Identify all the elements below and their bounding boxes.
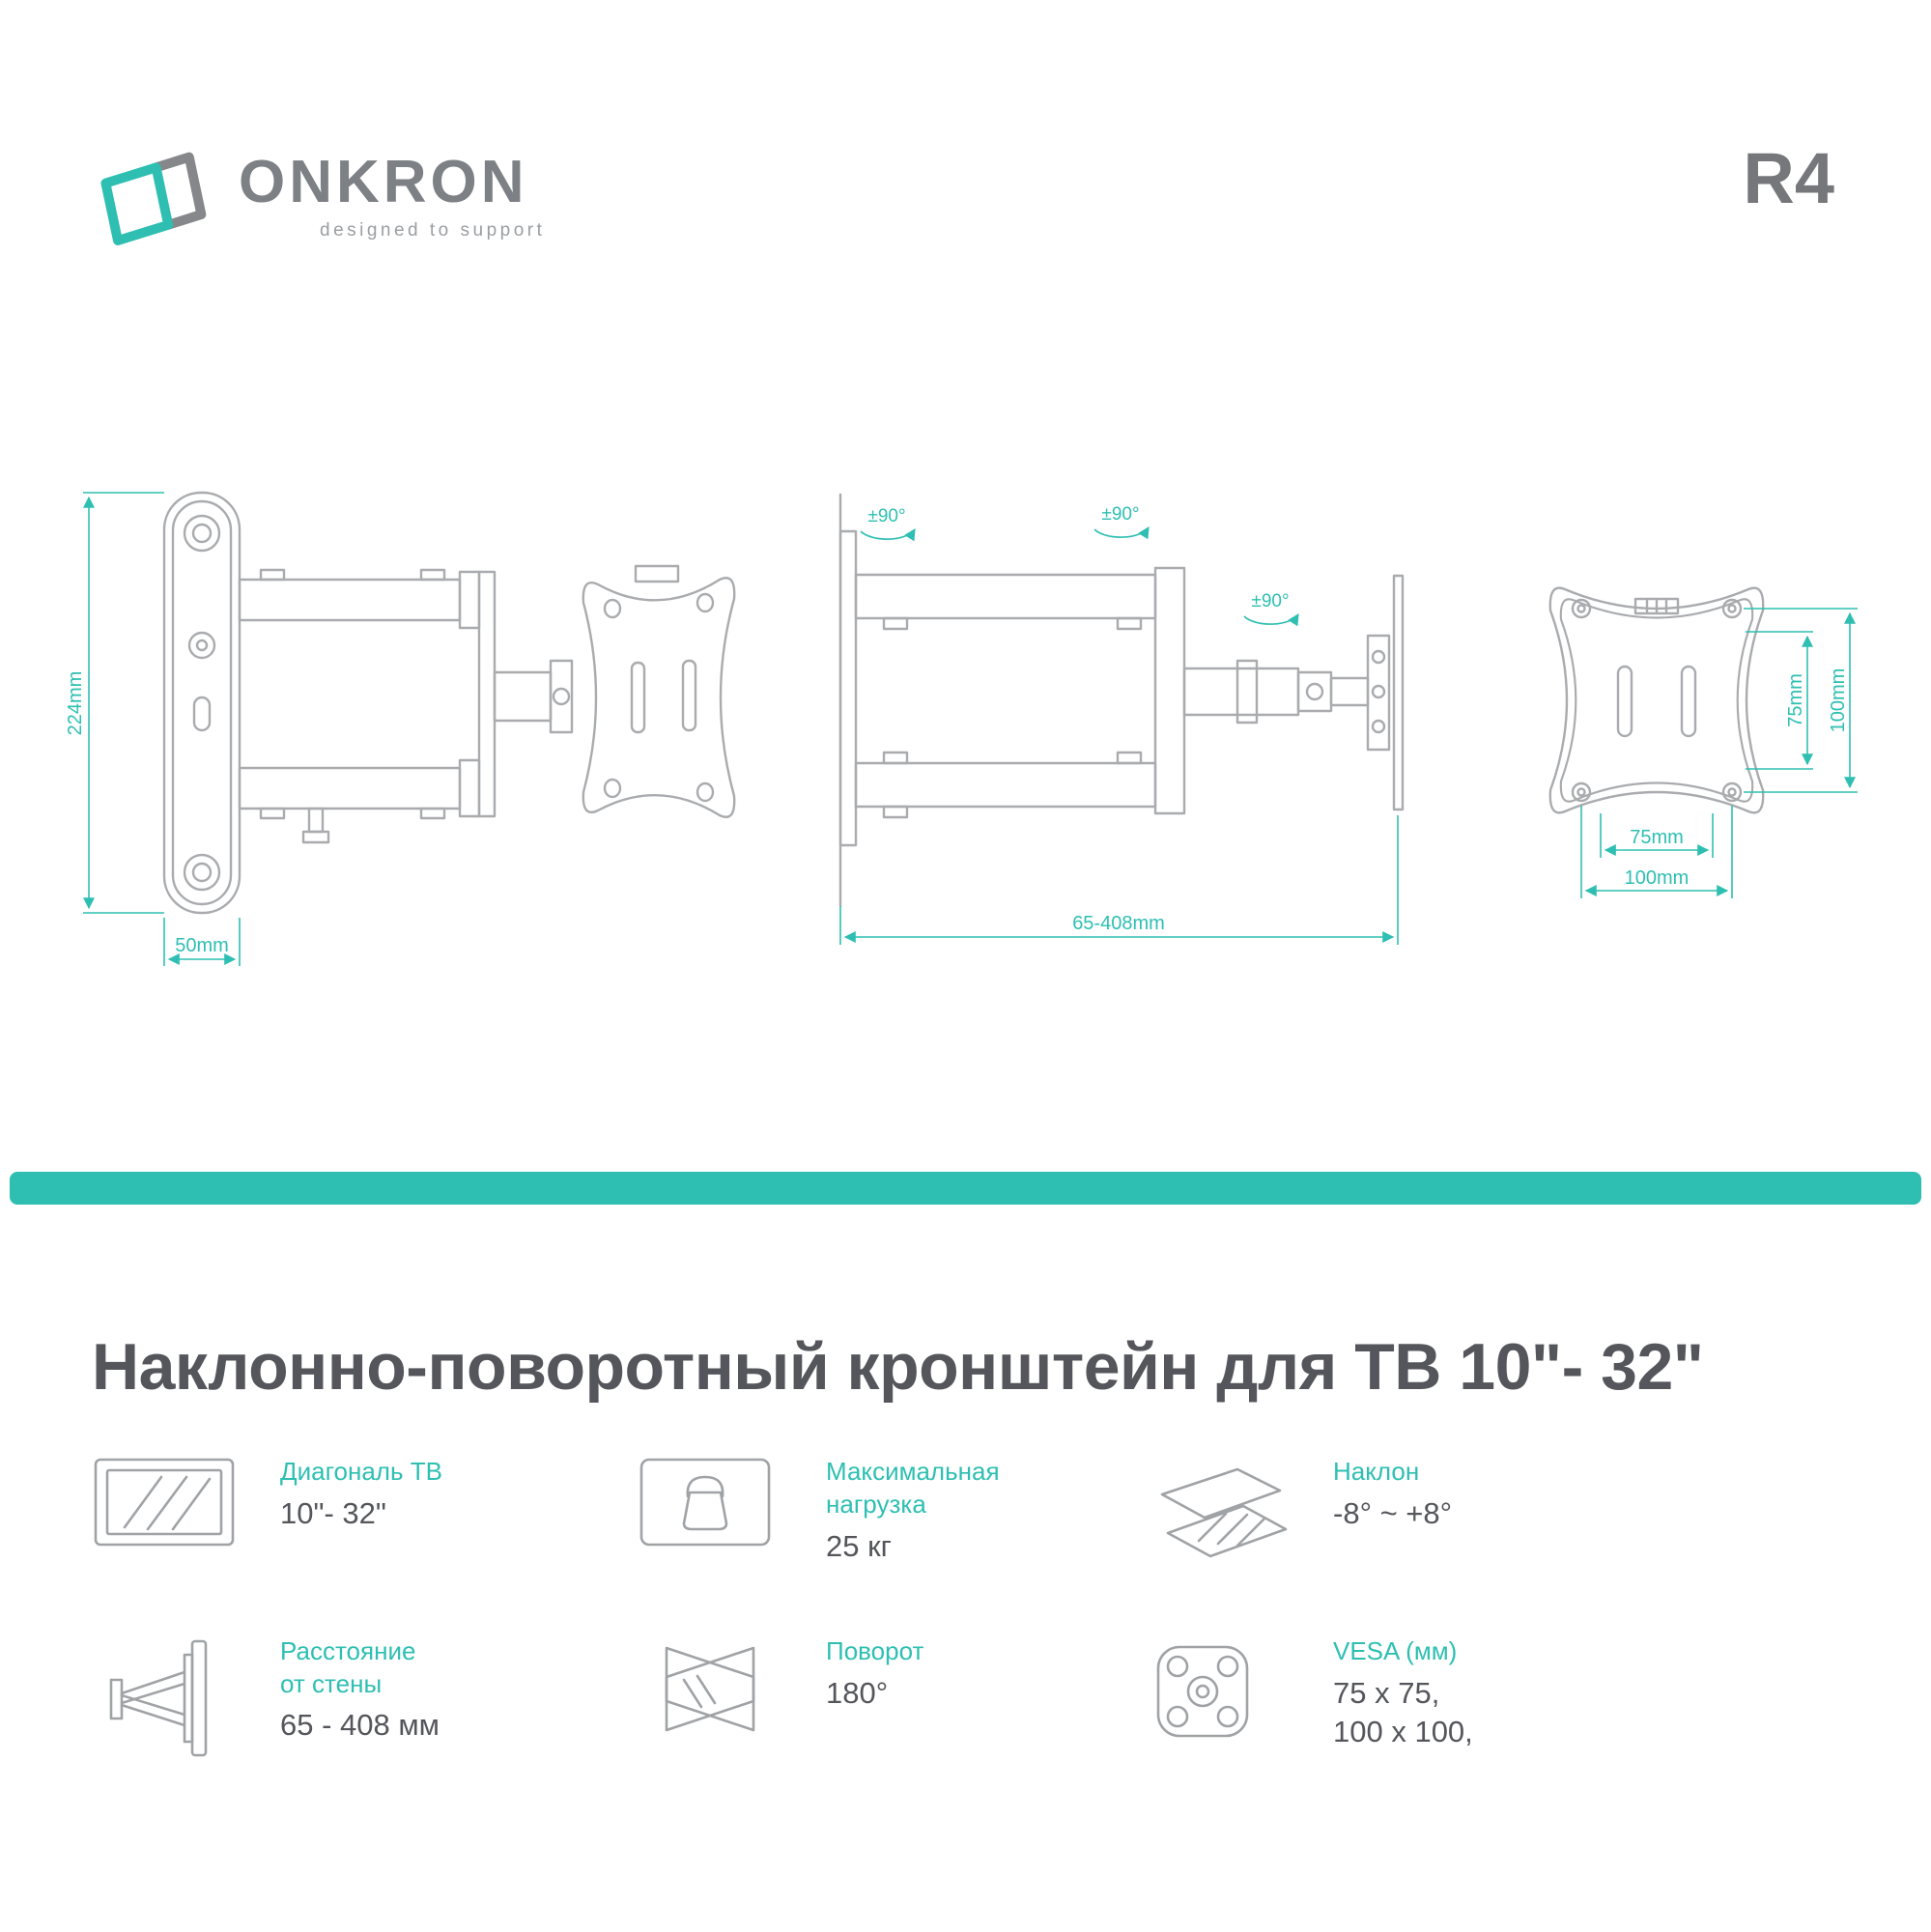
- header: ONKRON designed to support R4: [92, 143, 1834, 251]
- spec-value: -8° ~ +8°: [1333, 1495, 1453, 1530]
- accent-divider-bar: [10, 1172, 1921, 1205]
- dim-height-224-label: 224mm: [68, 671, 86, 736]
- spec-text: VESA (мм) 75 x 75, 100 x 100,: [1333, 1634, 1473, 1751]
- dim-vesa-h100-label: 100mm: [1625, 867, 1690, 889]
- top-view-dimensions: [839, 526, 1399, 945]
- spec-label: Диагональ ТВ: [280, 1457, 442, 1486]
- wall-distance-icon: [92, 1634, 251, 1764]
- swivel-90-label-1: ±90°: [867, 506, 905, 526]
- technical-drawings: 224mm 50mm: [0, 464, 1931, 1024]
- dim-vesa-v75-label: 75mm: [1785, 673, 1806, 727]
- side-view-mount: [162, 491, 736, 915]
- top-view-mount: [838, 493, 1405, 908]
- spec-item-tilt: Наклон -8° ~ +8°: [1145, 1454, 1892, 1565]
- page-title: Наклонно-поворотный кронштейн для ТВ 10"…: [92, 1329, 1704, 1404]
- spec-label: Поворот: [826, 1635, 924, 1665]
- specs-grid: Диагональ ТВ 10"- 32" Максимальная нагру…: [92, 1454, 1892, 1764]
- spec-item-max-load: Максимальная нагрузка 25 кг: [638, 1454, 1145, 1566]
- spec-value: 65 - 408 мм: [280, 1708, 440, 1743]
- dim-vesa-v100-label: 100mm: [1828, 668, 1849, 733]
- brand-name: ONKRON: [239, 149, 528, 215]
- spec-text: Диагональ ТВ 10"- 32": [280, 1454, 442, 1533]
- spec-item-wall-distance: Расстояние от стены 65 - 408 мм: [92, 1634, 638, 1764]
- spec-item-swivel: Поворот 180°: [638, 1634, 1145, 1745]
- spec-text: Поворот 180°: [826, 1634, 923, 1713]
- brand-tagline: designed to support: [320, 220, 546, 241]
- vesa-icon: [1145, 1634, 1304, 1749]
- spec-value: 10"- 32": [280, 1495, 386, 1530]
- spec-text: Максимальная нагрузка 25 кг: [826, 1454, 1000, 1566]
- spec-item-tv-diagonal: Диагональ ТВ 10"- 32": [92, 1454, 638, 1550]
- spec-label: Максимальная нагрузка: [826, 1457, 1000, 1519]
- swivel-icon: [638, 1634, 797, 1745]
- dim-extension-label: 65-408mm: [1072, 913, 1165, 934]
- spec-label: Наклон: [1333, 1457, 1420, 1486]
- tilt-icon: [1145, 1454, 1304, 1565]
- swivel-90-label-2: ±90°: [1101, 504, 1139, 525]
- tv-diagonal-icon: [92, 1454, 251, 1550]
- onkron-logo-icon: [100, 152, 207, 245]
- vesa-plate: [1548, 586, 1765, 814]
- spec-value: 180°: [826, 1675, 889, 1710]
- front-view-dimensions: [1580, 608, 1858, 898]
- spec-value: 75 x 75, 100 x 100,: [1333, 1675, 1473, 1748]
- spec-value: 25 кг: [826, 1528, 892, 1563]
- model-label: R4: [1743, 138, 1834, 218]
- spec-item-vesa: VESA (мм) 75 x 75, 100 x 100,: [1145, 1634, 1892, 1751]
- spec-text: Расстояние от стены 65 - 408 мм: [280, 1634, 440, 1746]
- spec-label: VESA (мм): [1333, 1635, 1458, 1665]
- side-view-dimensions: [83, 492, 241, 966]
- spec-text: Наклон -8° ~ +8°: [1333, 1454, 1452, 1533]
- dim-vesa-h75-label: 75mm: [1630, 827, 1684, 848]
- front-view-drawing: 75mm 100mm 75mm 100mm: [1548, 586, 1858, 898]
- side-view-drawing: 224mm 50mm: [68, 491, 736, 966]
- top-view-drawing: ±90° ±90° ±90° 65-408mm: [838, 493, 1405, 945]
- brand-text: ONKRON designed to support: [239, 153, 545, 242]
- spec-label: Расстояние от стены: [280, 1635, 416, 1698]
- dim-depth-50-label: 50mm: [175, 935, 229, 956]
- brand-logo: ONKRON designed to support: [92, 143, 545, 251]
- swivel-90-label-3: ±90°: [1251, 591, 1289, 611]
- max-load-icon: [638, 1454, 797, 1550]
